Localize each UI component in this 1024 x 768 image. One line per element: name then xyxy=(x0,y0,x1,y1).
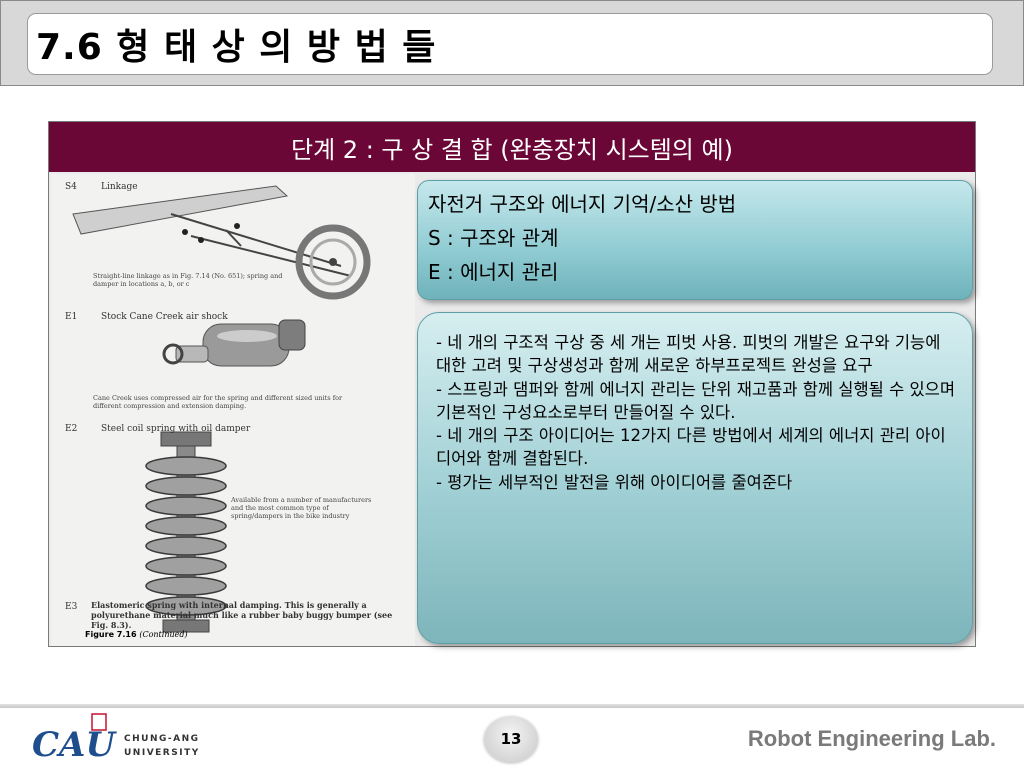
air-shock-eye xyxy=(162,343,184,365)
description-text: - 네 개의 구조적 구상 중 세 개는 피벗 사용. 피벗의 개발은 요구와 … xyxy=(436,333,956,492)
pivot-b xyxy=(198,237,204,243)
content-frame: 단계 2 : 구 상 결 합 (완충장치 시스템의 예) xyxy=(48,121,976,647)
page-number: 13 xyxy=(484,716,538,762)
lab-name: Robot Engineering Lab. xyxy=(747,726,996,751)
linkage-bar-3 xyxy=(225,229,242,247)
figure-number: Figure 7.16 (Continued) xyxy=(85,630,188,639)
summary-line-1: 자전거 구조와 에너지 기억/소산 방법 xyxy=(428,192,737,216)
slide-title: 7.6 형 태 상 의 방 법 들 xyxy=(36,27,437,68)
title-box: 7.6 형 태 상 의 방 법 들 xyxy=(27,13,993,75)
cau-logo-icon: CAU xyxy=(32,713,117,765)
caption-e3: Elastomeric spring with internal damping… xyxy=(91,600,393,630)
summary-line-3: E : 에너지 관리 xyxy=(428,260,559,284)
concept-description-box: - 네 개의 구조적 구상 중 세 개는 피벗 사용. 피벗의 개발은 요구와 … xyxy=(417,312,973,644)
caption-s4: Straight-line linkage as in Fig. 7.14 (N… xyxy=(93,272,283,288)
damper-top-mount xyxy=(160,431,212,447)
figure-7-16-panel: S4 Linkage Straight-line linkage as in F… xyxy=(51,174,415,646)
label-e2: E2 xyxy=(65,424,78,434)
wheel-hub xyxy=(329,258,337,266)
figure-number-label: Figure 7.16 xyxy=(85,630,137,639)
logo-letters: CAU xyxy=(32,725,117,765)
structure-summary-box: 자전거 구조와 에너지 기억/소산 방법 S : 구조와 관계 E : 에너지 … xyxy=(417,180,973,300)
linkage-bar-2 xyxy=(190,235,352,277)
linkage-frame xyxy=(72,185,289,235)
label-e1: E1 xyxy=(65,312,78,322)
label-s4: S4 xyxy=(65,182,77,192)
suspension-illustration xyxy=(72,185,371,633)
footer-rule xyxy=(0,704,1024,708)
summary-line-2: S : 구조와 관계 xyxy=(428,226,559,250)
air-shock-rod xyxy=(175,345,209,363)
caption-e2: Available from a number of manufacturers… xyxy=(231,496,372,520)
caption-e1: Cane Creek uses compressed air for the s… xyxy=(93,394,343,410)
wheel-inner xyxy=(309,238,357,286)
air-shock-cap xyxy=(278,319,306,351)
logo-sub-line-1: CHUNG-ANG xyxy=(124,734,200,744)
wheel-outer xyxy=(295,224,371,300)
label-e2-name: Steel coil spring with oil damper xyxy=(101,424,251,434)
logo-sub-line-2: UNIVERSITY xyxy=(124,748,200,758)
figure-continued: (Continued) xyxy=(139,630,188,639)
step-header: 단계 2 : 구 상 결 합 (완충장치 시스템의 예) xyxy=(49,122,975,172)
university-logo: CAU CHUNG-ANG UNIVERSITY xyxy=(30,712,200,766)
coil-spring xyxy=(145,456,227,616)
pivot-c xyxy=(234,223,240,229)
air-shock-shine xyxy=(217,330,277,342)
label-e1-name: Stock Cane Creek air shock xyxy=(101,312,228,322)
linkage-bar-1 xyxy=(170,213,342,267)
damper-bottom-mount xyxy=(162,619,210,633)
title-bar: 7.6 형 태 상 의 방 법 들 xyxy=(0,0,1024,86)
label-e3: E3 xyxy=(65,602,78,612)
label-s4-name: Linkage xyxy=(101,182,138,192)
pivot-a xyxy=(182,229,188,235)
